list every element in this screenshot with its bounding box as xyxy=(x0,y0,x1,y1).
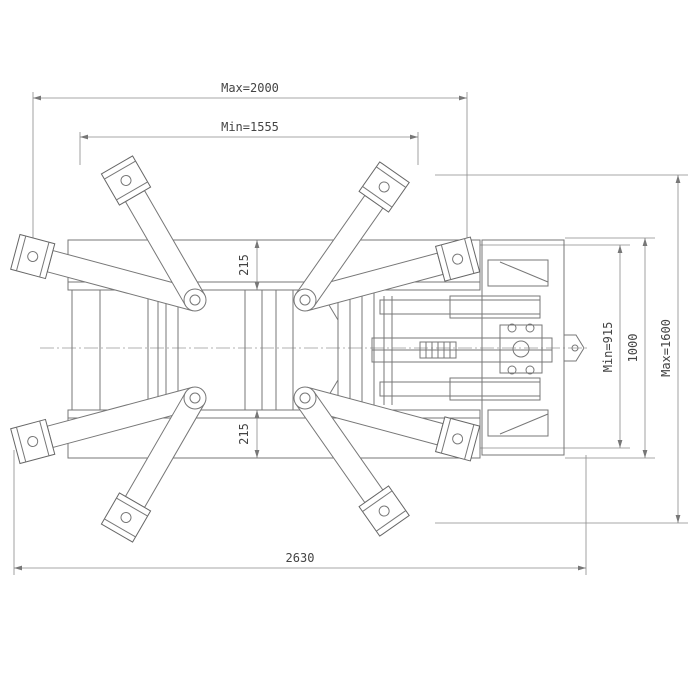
dimension-overall-2630: 2630 xyxy=(13,450,587,575)
arm-pivots xyxy=(183,288,317,410)
dimension-label-max-1600: Max=1600 xyxy=(659,319,673,377)
arm-bottom-right-long xyxy=(295,390,410,537)
dimension-label-215-bottom: 215 xyxy=(237,423,251,445)
arm-top-right-long xyxy=(295,161,410,308)
dimension-label-2630: 2630 xyxy=(286,551,315,565)
hydraulic-unit xyxy=(371,239,585,456)
dimension-label-min-1555: Min=1555 xyxy=(221,120,279,134)
dimension-label-min-915: Min=915 xyxy=(601,322,615,373)
arm-top-left-long xyxy=(100,155,206,307)
arm-bottom-left-long xyxy=(100,391,206,543)
dimension-gap-bottom-215: 215 xyxy=(237,410,260,458)
dimension-width-1000: 1000 xyxy=(565,237,655,459)
arm-bottom-left-short xyxy=(10,386,199,465)
arm-top-left-short xyxy=(10,233,199,312)
dimension-label-max-2000: Max=2000 xyxy=(221,81,279,95)
dimension-max-2000: Max=2000 xyxy=(32,81,468,240)
dimension-label-1000: 1000 xyxy=(626,334,640,363)
dimension-label-215-top: 215 xyxy=(237,254,251,276)
dimension-max-1600: Max=1600 xyxy=(435,174,688,524)
arm-bottom-right-short xyxy=(301,386,481,462)
dimension-min-1555: Min=1555 xyxy=(79,120,419,165)
dimension-min-915: Min=915 xyxy=(480,244,630,449)
